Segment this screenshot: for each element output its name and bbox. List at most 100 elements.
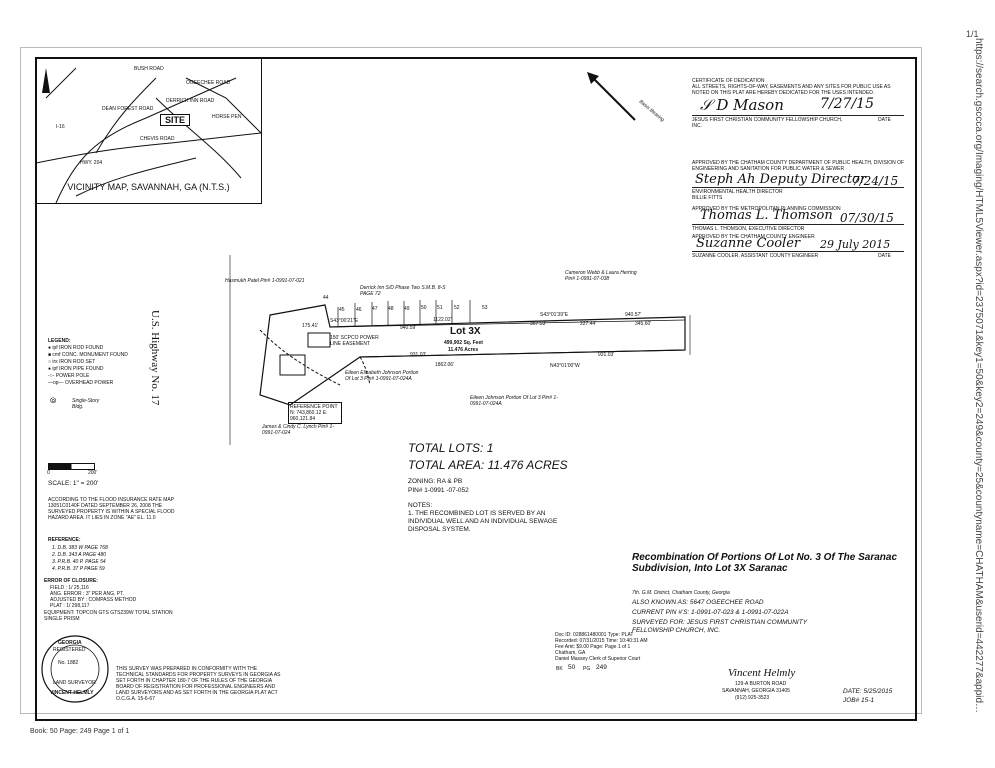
- surveyor-seal-icon: [41, 635, 109, 703]
- road-label: BUSH ROAD: [134, 66, 164, 72]
- signature-line: [692, 251, 904, 252]
- signature-image: Steph Ah Deputy Director: [695, 172, 867, 187]
- health-name: BILLIE FITTS: [692, 195, 723, 201]
- bearing-label: 1862.06': [435, 362, 455, 368]
- road-label: HWY. 204: [80, 160, 103, 166]
- survey-date: DATE: 5/25/2015: [843, 688, 893, 695]
- seal-mid: REGISTERED: [53, 647, 86, 653]
- page-footer: Book: 50 Page: 249 Page 1 of 1: [30, 728, 130, 735]
- reference-point: REFERENCE POINT N: 743,860.12 E: 960,121…: [288, 402, 342, 424]
- flood-note: ACCORDING TO THE FLOOD INSURANCE RATE MA…: [48, 497, 175, 521]
- neighbor-label: James & Cindy C. Lynch Pin# 1-0991-07-02…: [262, 424, 334, 436]
- legend-item: ● ipf IRON PIPE FOUND: [48, 366, 104, 372]
- legend-single-story: Single-Story Bldg.: [72, 398, 100, 410]
- eng-date: 29 July 2015: [820, 238, 891, 251]
- total-lots: TOTAL LOTS: 1: [408, 441, 494, 455]
- neighbor-label: Derrick Inn S/D Phase Two S.M.B. 8-S PAG…: [360, 285, 446, 297]
- surveyor-address: SAVANNAH, GEORGIA 31405: [722, 688, 790, 694]
- zoning: ZONING: RA & PB: [408, 478, 463, 485]
- plat-title: Recombination Of Portions Of Lot No. 3 O…: [632, 552, 898, 574]
- plat-border: [35, 57, 917, 721]
- mpc-date: 07/30/15: [840, 211, 894, 225]
- vicinity-site-label: SITE: [160, 114, 191, 126]
- job-number: JOB# 15-1: [843, 697, 875, 704]
- closure-line: ADJUSTED BY : COMPASS METHOD: [50, 597, 137, 603]
- neighbor-label: Eileen Johnson Portion Of Lot 3 Pin# 1-0…: [470, 395, 558, 407]
- bearing-label: 1122.02': [433, 317, 452, 323]
- neighbor-label: Hasmukh Patel Pin# 1-0991-07-021: [225, 278, 305, 284]
- reference-item: 3. P.R.B. 40 P. PAGE 54: [52, 559, 106, 565]
- bearing-label: 345.60': [635, 321, 652, 327]
- seal-num: No. 1882: [58, 660, 79, 666]
- bearing-label: 175.41': [302, 323, 319, 329]
- closure-line: FIELD : 1/ 25,116: [50, 585, 89, 591]
- recording-line: Recorded: 07/31/2015 Time: 10:40:31 AM: [555, 638, 648, 644]
- neighbor-label: Cameron Webb & Laura Herring Pin# 1-0991…: [565, 270, 637, 282]
- recording-line: Doc ID: 028861480001 Type: PLAT: [555, 632, 634, 638]
- bearing-label: 931.03': [598, 352, 615, 358]
- highway-label: U.S. Highway No. 17: [149, 310, 161, 406]
- surveyed-for: SURVEYED FOR: JESUS FIRST CHRISTIAN COMM…: [632, 619, 807, 634]
- signature-image: 𝒮 D Mason: [700, 96, 784, 114]
- reference-item: 1. D.B. 383 W PAGE 768: [52, 545, 108, 551]
- bearing-label: 940.57': [625, 312, 642, 318]
- road-label: DERRICK INN ROAD: [166, 98, 215, 104]
- road-label: HORSE PEN: [212, 114, 242, 120]
- bearing-label: 367.53': [530, 321, 547, 327]
- reference-item: 4. P.R.B. 37 P PAGE 59: [52, 566, 105, 572]
- lot-sqft: 499,902 Sq. Feet: [444, 340, 483, 346]
- bearing-label: N43°01'00"W: [550, 363, 580, 369]
- lot-number: 50: [421, 305, 427, 311]
- road-label: CHEVIS ROAD: [140, 136, 175, 142]
- legend-symbol-icon: ⦾: [50, 396, 57, 405]
- recording-line: Daniel Massey Clerk of Superior Court: [555, 656, 641, 662]
- bearing-label: 227.44': [580, 321, 597, 327]
- plat-drawing: [229, 255, 691, 445]
- road-label: DEAN FOREST ROAD: [102, 106, 154, 112]
- signature-image: Suzanne Cooler: [696, 236, 801, 251]
- also-known-as: ALSO KNOWN AS: 5647 OGEECHEE ROAD: [632, 599, 764, 606]
- reference-title: REFERENCE:: [48, 537, 81, 543]
- reference-item: 2. D.B. 343 A PAGE 480: [52, 552, 107, 558]
- surveyor-name: Vincent Helmly: [728, 667, 796, 679]
- north-arrow-icon: [587, 72, 636, 121]
- legend-title: LEGEND:: [48, 338, 71, 344]
- conformity-note: THIS SURVEY WAS PREPARED IN CONFORMITY W…: [116, 666, 281, 702]
- seal-top: GEORGIA: [58, 640, 82, 646]
- seal-bottom: VINCENT HELMLY: [50, 690, 94, 696]
- recording-line: Fee Amt: $9.00 Page: Page 1 of 1: [555, 644, 631, 650]
- lot-number: 51: [437, 305, 443, 311]
- legend-item: ○ irs IRON ROD SET: [48, 359, 96, 365]
- signature-line: [692, 224, 904, 225]
- date-label: DATE: [878, 117, 891, 123]
- equipment-note: EQUIPMENT: TOPCON GTS GTS239W TOTAL STAT…: [44, 610, 173, 622]
- road-label: I-16: [56, 124, 65, 130]
- bearing-label: S43°00'21"E: [330, 318, 359, 324]
- lot-number: 48: [388, 306, 394, 312]
- page-counter: 1/1: [966, 29, 979, 39]
- notes-title: NOTES:: [408, 502, 433, 509]
- lot-number: 44: [323, 295, 329, 301]
- note-1: 1. THE RECOMBINED LOT IS SERVED BY AN IN…: [408, 510, 558, 533]
- closure-line: PLAT : 1/ 298,117: [50, 603, 90, 609]
- vicinity-map: SITE OGEECHEE ROAD DERRICK INN ROAD I-16…: [35, 58, 262, 204]
- page-label: PG: [583, 666, 591, 672]
- scale-max: 200': [88, 470, 98, 476]
- scale-bar: [48, 463, 95, 470]
- closure-title: ERROR OF CLOSURE:: [44, 578, 98, 584]
- scale-label: SCALE: 1" = 200': [48, 480, 99, 487]
- book-label: BK: [556, 666, 563, 672]
- signature-image: Thomas L. Thomson: [700, 208, 833, 223]
- signature-line: [692, 115, 904, 116]
- lot-number: 52: [454, 305, 460, 311]
- lot-name: Lot 3X: [450, 326, 481, 337]
- lot-number: 46: [356, 307, 362, 313]
- closure-line: ANG. ERROR : 3" PER ANG. PT.: [50, 591, 125, 597]
- paper-sheet: [20, 47, 922, 714]
- dedication-text: ALL STREETS, RIGHTS-OF-WAY, EASEMENTS AN…: [692, 84, 891, 96]
- total-area: TOTAL AREA: 11.476 ACRES: [408, 458, 568, 472]
- source-url[interactable]: https://search.gsccca.org/Imaging/HTML5V…: [973, 38, 984, 714]
- pin-number: PIN# 1-0991 -07-052: [408, 487, 469, 494]
- legend-item: -○- POWER POLE: [48, 373, 90, 379]
- road-label: OGEECHEE ROAD: [186, 80, 231, 86]
